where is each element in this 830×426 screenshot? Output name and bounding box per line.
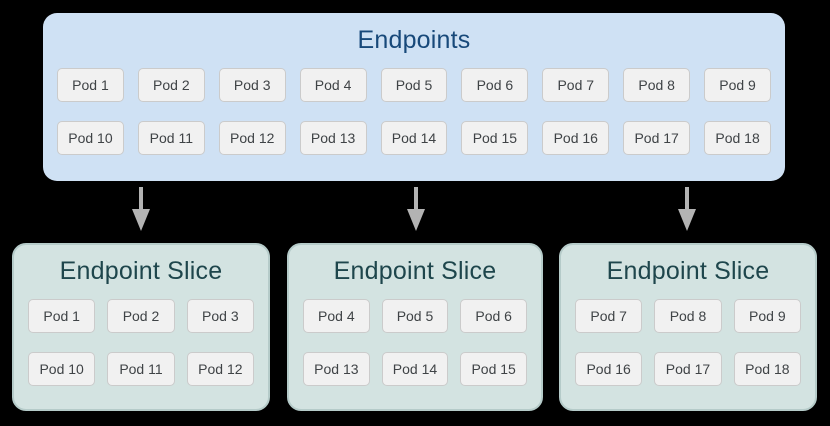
pod-box: Pod 1 (28, 299, 96, 333)
slice-2-pods-row-2: Pod 13 Pod 14 Pod 15 (303, 352, 527, 386)
pod-box: Pod 6 (461, 68, 529, 102)
pod-box: Pod 6 (460, 299, 527, 333)
pod-box: Pod 11 (137, 121, 205, 155)
pod-box: Pod 17 (623, 121, 691, 155)
pod-box: Pod 14 (380, 121, 448, 155)
pod-box: Pod 12 (186, 352, 254, 386)
pod-box: Pod 15 (460, 352, 527, 386)
pod-box: Pod 7 (542, 68, 610, 102)
slice-2-pods-row-1: Pod 4 Pod 5 Pod 6 (303, 299, 527, 333)
slice-3-pods-row-2: Pod 16 Pod 17 Pod 18 (575, 352, 801, 386)
pod-box: Pod 7 (575, 299, 643, 333)
endpoints-box: Endpoints Pod 1 Pod 2 Pod 3 Pod 4 Pod 5 Pod 6… (43, 13, 785, 181)
pod-box: Pod 2 (107, 299, 175, 333)
pod-box: Pod 17 (654, 352, 722, 386)
pod-box: Pod 13 (299, 121, 367, 155)
pod-box: Pod 12 (218, 121, 286, 155)
endpoint-slice-title: Endpoint Slice (606, 257, 770, 285)
pod-box: Pod 9 (733, 299, 801, 333)
pod-box: Pod 3 (186, 299, 254, 333)
down-arrow-icon (407, 187, 425, 231)
endpoint-slice-title: Endpoint Slice (333, 257, 497, 285)
pod-box: Pod 18 (733, 352, 801, 386)
pod-box: Pod 16 (542, 121, 610, 155)
pod-box: Pod 5 (381, 299, 449, 333)
slice-1-pods-row-1: Pod 1 Pod 2 Pod 3 (28, 299, 254, 333)
pod-box: Pod 18 (704, 121, 771, 155)
endpoints-pods-row-2: Pod 10 Pod 11 Pod 12 Pod 13 Pod 14 Pod 15 Pod … (57, 121, 771, 155)
pod-box: Pod 2 (137, 68, 205, 102)
pod-box: Pod 16 (575, 352, 643, 386)
pod-box: Pod 4 (299, 68, 367, 102)
slice-3-pods-row-1: Pod 7 Pod 8 Pod 9 (575, 299, 801, 333)
pod-box: Pod 9 (704, 68, 771, 102)
pod-box: Pod 5 (380, 68, 448, 102)
pod-box: Pod 10 (57, 121, 124, 155)
endpoints-pods-row-1: Pod 1 Pod 2 Pod 3 Pod 4 Pod 5 Pod 6 Pod 7 Pod 8… (57, 68, 771, 102)
pod-box: Pod 3 (218, 68, 286, 102)
endpoint-slice-title: Endpoint Slice (59, 257, 223, 285)
pod-box: Pod 15 (461, 121, 529, 155)
down-arrow-icon (132, 187, 150, 231)
pod-box: Pod 14 (381, 352, 449, 386)
down-arrow-icon (678, 187, 696, 231)
pod-box: Pod 10 (28, 352, 96, 386)
pod-box: Pod 1 (57, 68, 124, 102)
pod-box: Pod 13 (303, 352, 370, 386)
pod-box: Pod 4 (303, 299, 370, 333)
pod-box: Pod 11 (107, 352, 175, 386)
endpoints-title: Endpoints (357, 26, 471, 54)
slice-1-pods-row-2: Pod 10 Pod 11 Pod 12 (28, 352, 254, 386)
pod-box: Pod 8 (654, 299, 722, 333)
pod-box: Pod 8 (623, 68, 691, 102)
